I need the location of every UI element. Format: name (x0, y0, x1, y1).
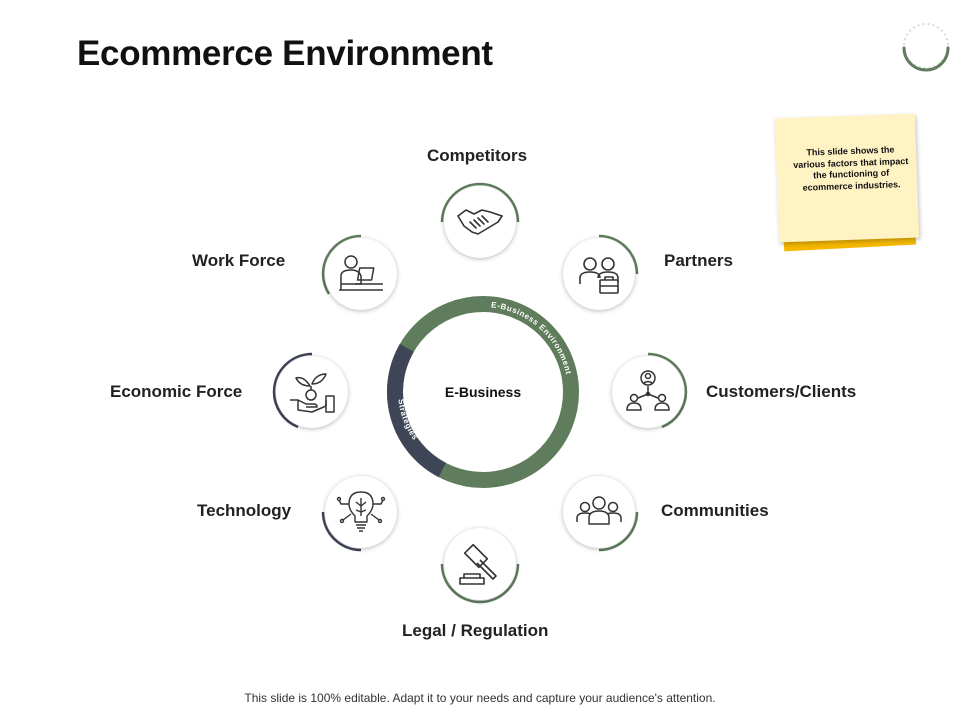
arc-economic (272, 352, 313, 429)
footer-caption: This slide is 100% editable. Adapt it to… (244, 691, 716, 705)
ebusiness-ring: E-Business Environment Strategies E-Busi… (386, 296, 579, 488)
node-economic[interactable] (276, 356, 348, 428)
node-technology[interactable] (325, 476, 397, 548)
node-communities[interactable] (563, 476, 635, 548)
node-legal[interactable] (444, 528, 516, 600)
community-group-icon (576, 496, 622, 525)
center-label: E-Business (445, 384, 521, 400)
handshake-icon (457, 209, 503, 235)
arc-partners (598, 234, 639, 275)
label-customers: Customers/Clients (706, 382, 857, 401)
node-workforce[interactable] (325, 238, 397, 310)
sticky-note-text: This slide shows the various factors tha… (793, 144, 909, 193)
customers-network-icon (626, 370, 670, 411)
node-partners[interactable] (563, 238, 635, 310)
label-workforce: Work Force (192, 251, 286, 270)
arc-communities (598, 511, 639, 552)
label-economic: Economic Force (110, 382, 243, 401)
arc-customers (647, 352, 688, 429)
label-technology: Technology (197, 501, 292, 520)
label-partners: Partners (664, 251, 733, 270)
label-communities: Communities (661, 501, 769, 520)
corner-circle-logo (902, 23, 950, 72)
gavel-icon (459, 543, 497, 585)
worker-laptop-icon (339, 255, 383, 291)
label-legal: Legal / Regulation (402, 621, 549, 640)
arc-legal (440, 563, 520, 604)
label-competitors: Competitors (427, 146, 528, 165)
hand-plant-coin-icon (290, 373, 335, 413)
arc-competitors (440, 182, 520, 223)
arc-workforce (321, 234, 362, 295)
partners-briefcase-icon (579, 257, 619, 294)
node-customers[interactable] (612, 356, 684, 428)
lightbulb-circuit-icon (336, 491, 386, 532)
node-competitors[interactable] (444, 186, 516, 258)
arc-technology (321, 511, 362, 552)
sticky-note: This slide shows the various factors tha… (773, 112, 923, 252)
slide-title: Ecommerce Environment (77, 34, 493, 73)
